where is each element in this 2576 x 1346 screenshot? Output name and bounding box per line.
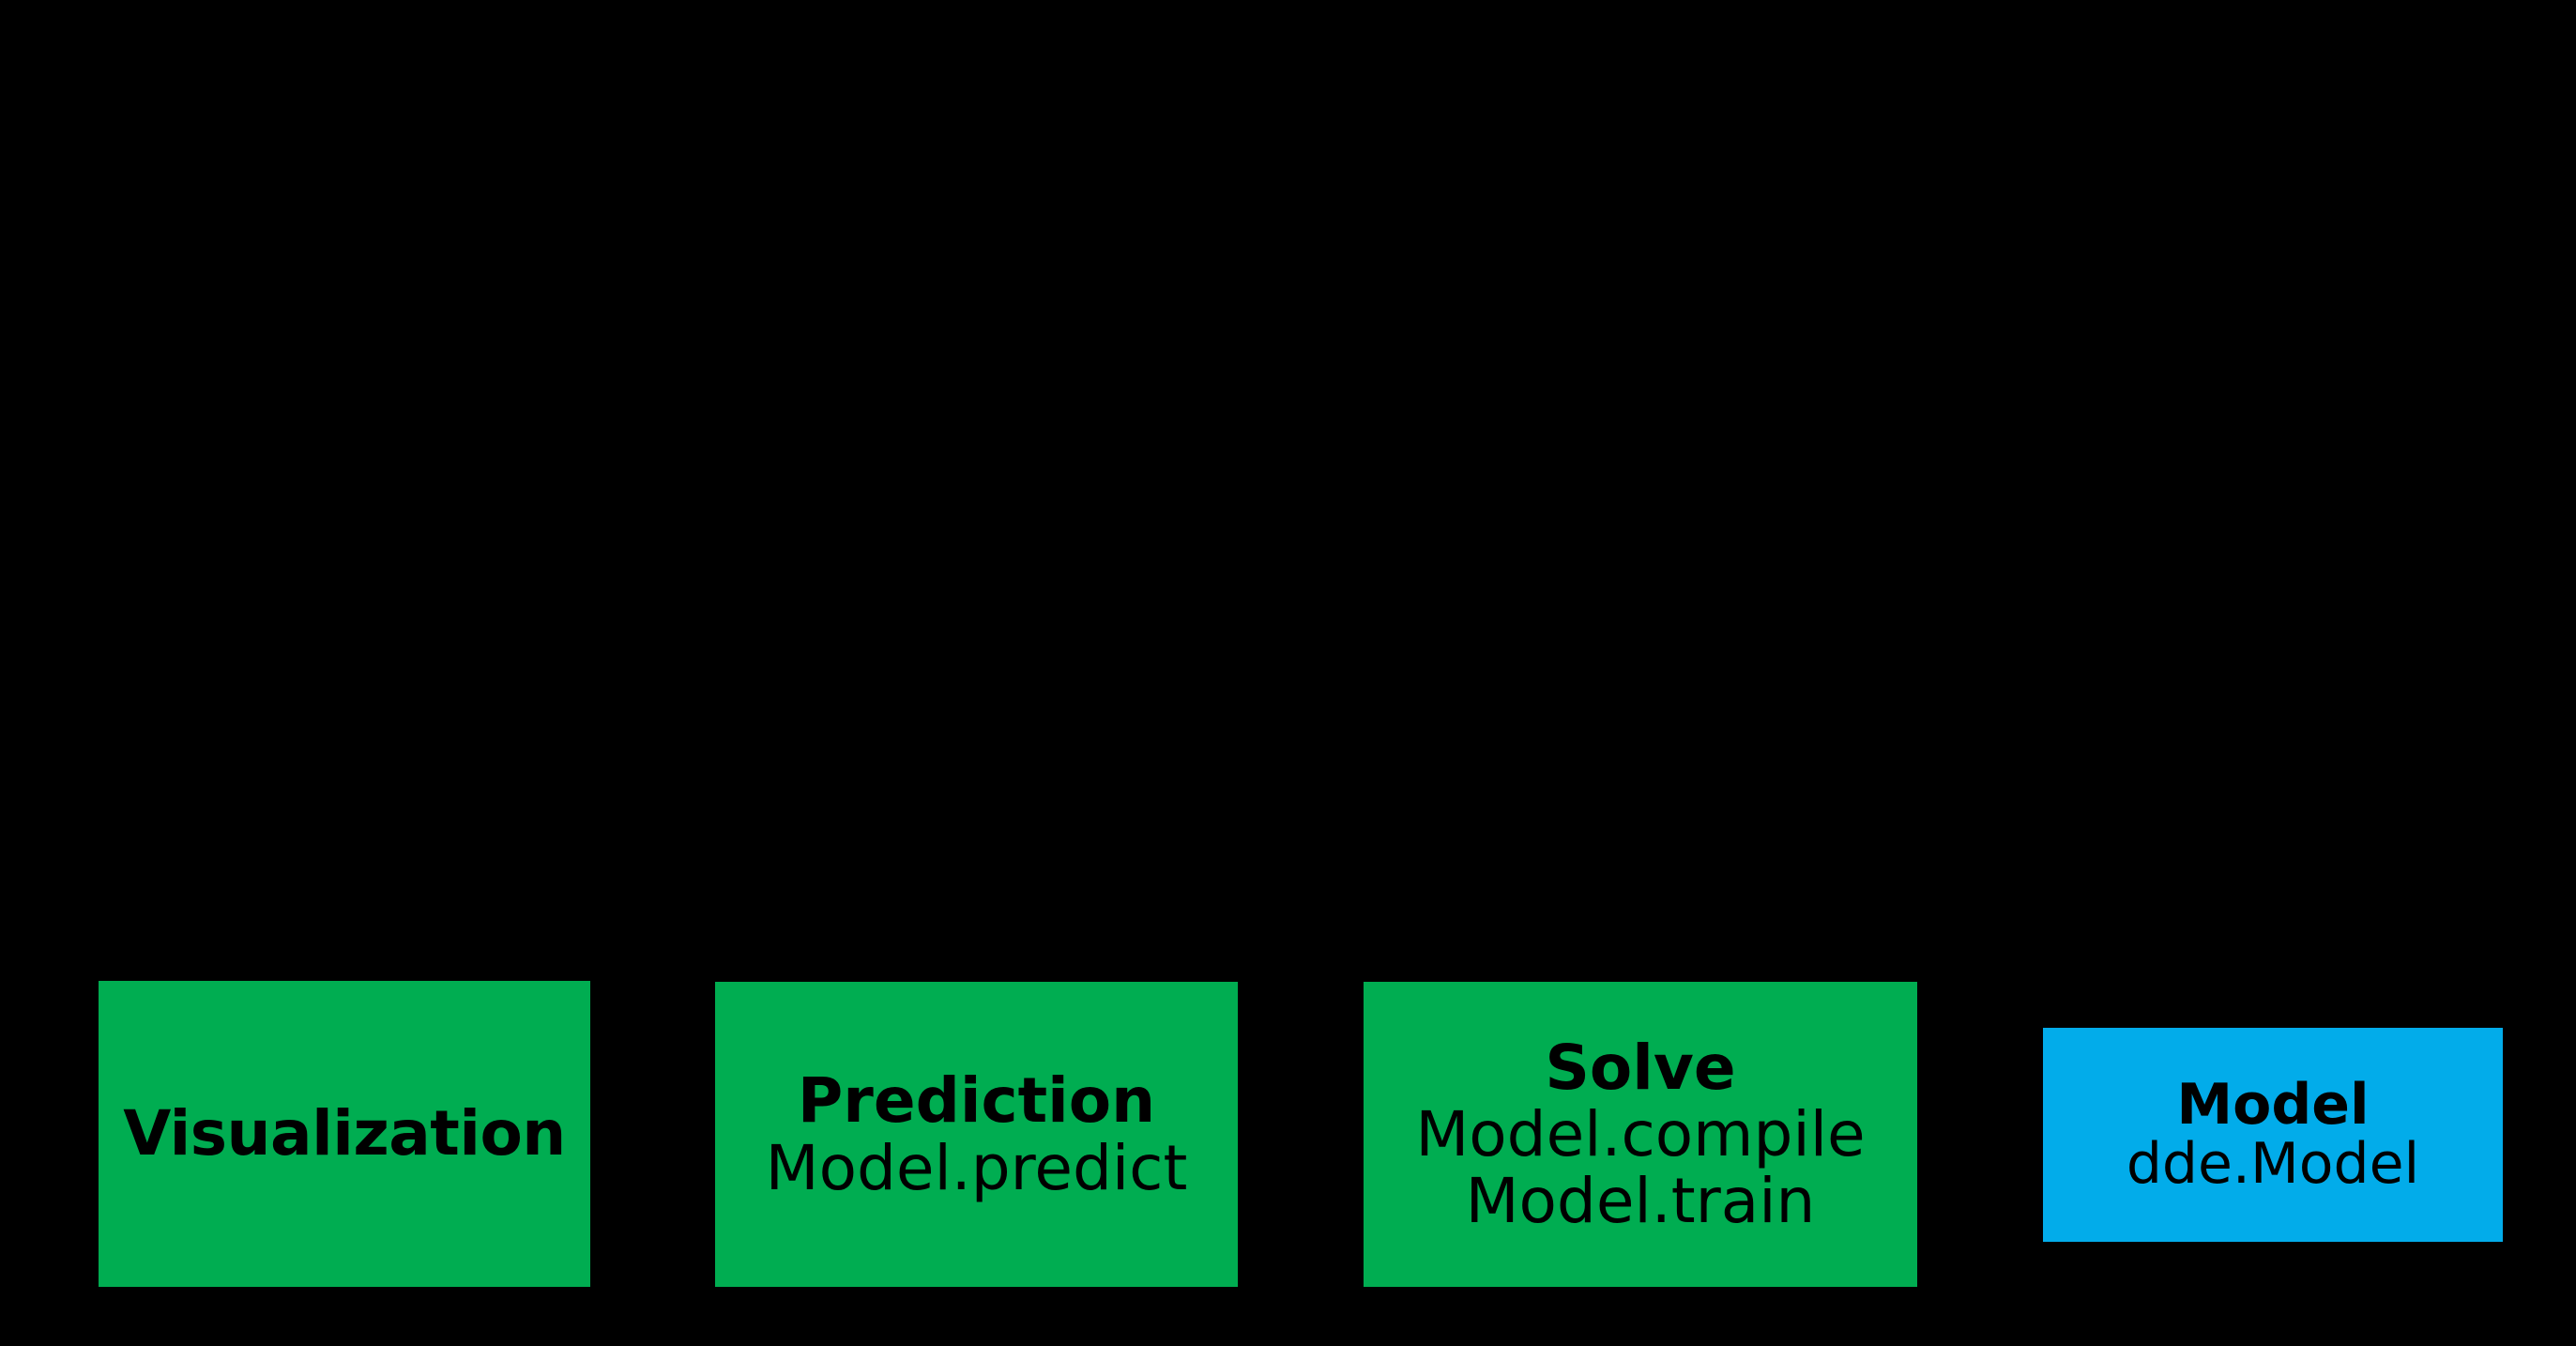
node-solve-api-train: Model.train bbox=[1465, 1165, 1816, 1238]
node-model-title: Model bbox=[2176, 1071, 2370, 1138]
node-visualization[interactable]: Visualization bbox=[99, 981, 590, 1287]
node-solve-title: Solve bbox=[1545, 1031, 1736, 1104]
empty-background-region bbox=[0, 0, 2576, 976]
node-prediction-title: Prediction bbox=[797, 1064, 1156, 1138]
node-visualization-title: Visualization bbox=[123, 1097, 566, 1170]
node-model[interactable]: Model dde.Model bbox=[2043, 1028, 2503, 1242]
node-model-api-dde-model: dde.Model bbox=[2126, 1131, 2420, 1197]
node-prediction[interactable]: Prediction Model.predict bbox=[715, 982, 1238, 1287]
node-solve[interactable]: Solve Model.compile Model.train bbox=[1364, 982, 1917, 1287]
node-solve-api-compile: Model.compile bbox=[1415, 1097, 1866, 1170]
node-prediction-api-predict: Model.predict bbox=[765, 1131, 1188, 1204]
